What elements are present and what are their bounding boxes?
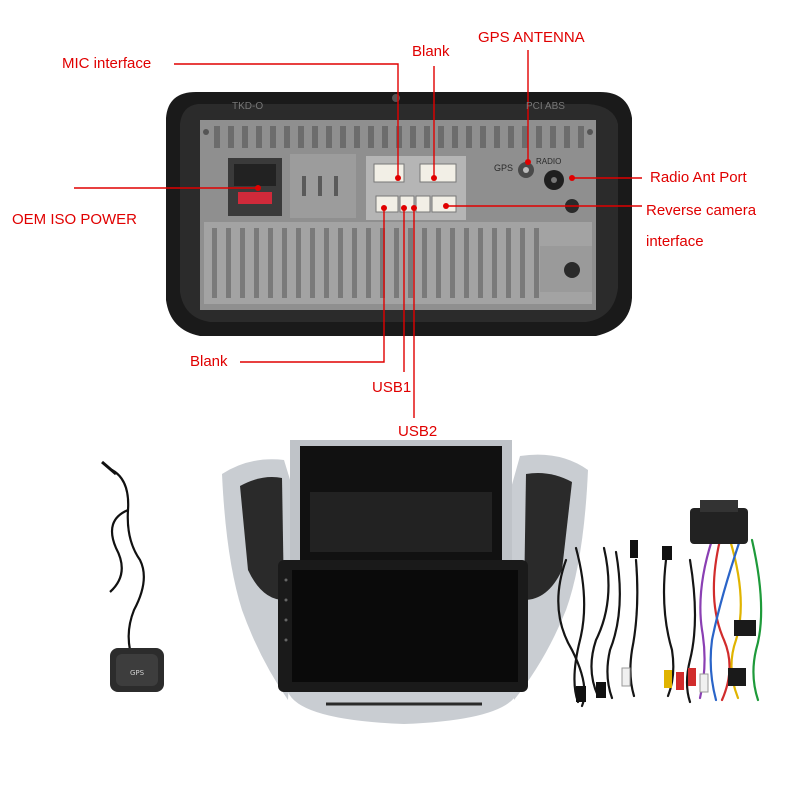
label-usb2: USB2 bbox=[398, 423, 438, 440]
front-fascia bbox=[222, 440, 588, 724]
label-reverse-camera-line2: interface bbox=[646, 233, 704, 250]
head-unit-rear bbox=[166, 92, 632, 336]
callout-leaders bbox=[74, 50, 642, 418]
usb-plugs bbox=[576, 540, 672, 702]
radio-port-label: RADIO bbox=[536, 157, 562, 166]
label-mic-interface: MIC interface bbox=[62, 55, 152, 72]
unit-badge-right: PCI ABS bbox=[526, 101, 565, 112]
label-radio-ant-port: Radio Ant Port bbox=[650, 169, 747, 186]
label-gps-antenna: GPS ANTENNA bbox=[478, 29, 585, 46]
label-blank-bottom: Blank bbox=[190, 353, 228, 370]
label-blank-top: Blank bbox=[412, 43, 450, 60]
svg-text:GPS: GPS bbox=[130, 669, 145, 677]
unit-badge-left: TKD-O bbox=[232, 101, 264, 112]
gps-port-label: GPS bbox=[494, 163, 514, 173]
label-reverse-camera: Reverse camera bbox=[646, 202, 757, 219]
label-oem-iso-power: OEM ISO POWER bbox=[12, 211, 138, 228]
gps-puck-icon: GPS bbox=[101, 460, 164, 692]
rca-plugs bbox=[621, 667, 709, 693]
label-usb1: USB1 bbox=[372, 379, 412, 396]
display-screen bbox=[292, 570, 518, 682]
